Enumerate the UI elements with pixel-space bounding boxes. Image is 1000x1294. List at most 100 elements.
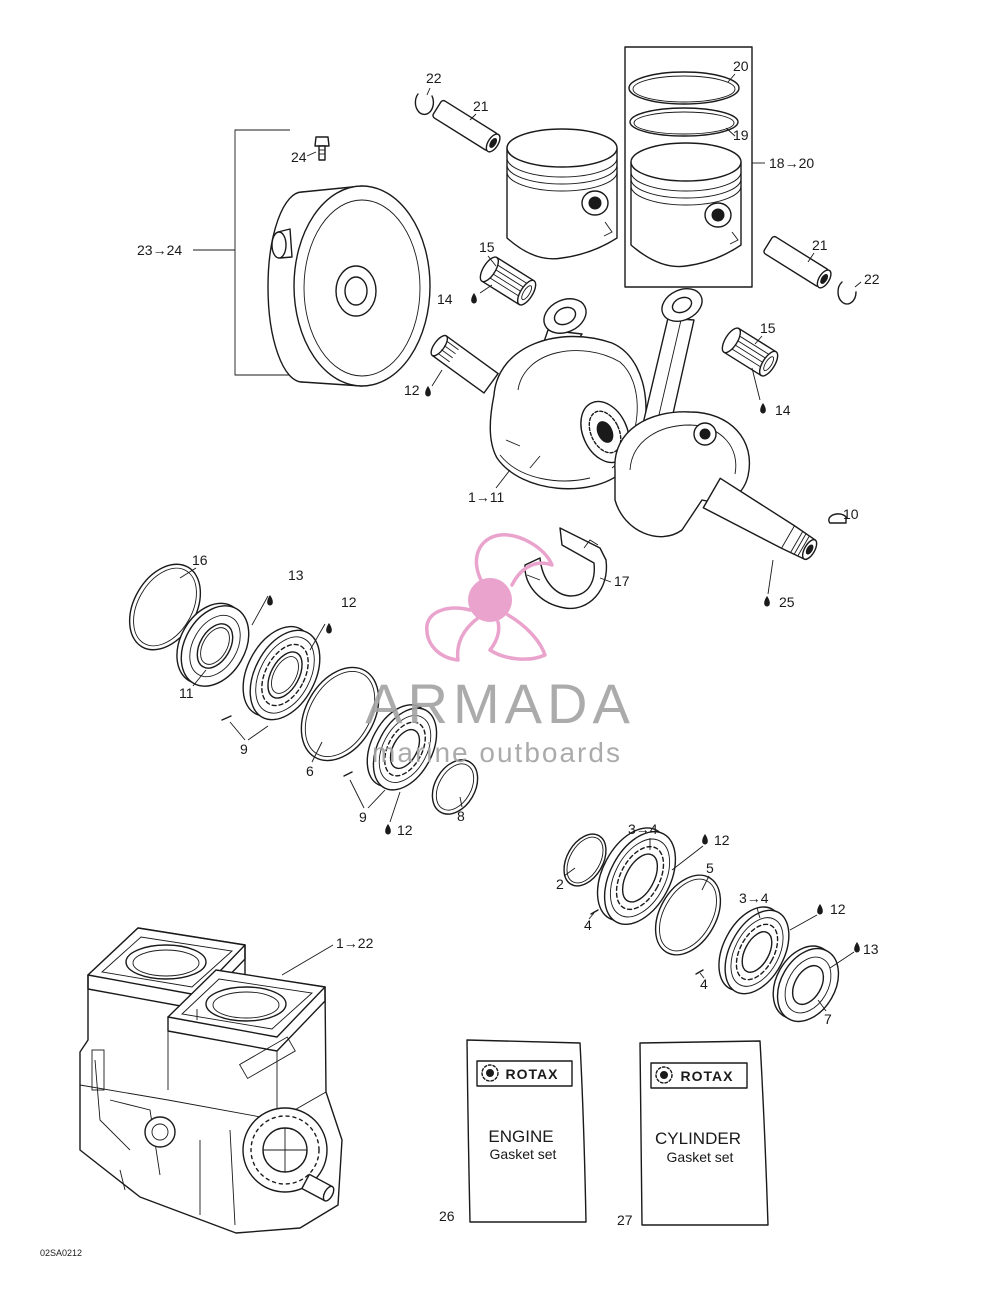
callout: 6 (306, 763, 314, 779)
needle-bearing-right (721, 327, 779, 377)
callout: 9 (240, 741, 248, 757)
kit-brand-label: ROTAX (681, 1068, 734, 1084)
callout: 22 (426, 70, 442, 86)
callout: 21 (812, 237, 828, 253)
ball-bearing-3 (596, 827, 677, 926)
ball-bearing-left (242, 625, 321, 721)
piston-kit-frame (624, 46, 753, 288)
kit-title: ENGINE (488, 1127, 553, 1146)
callout: 7 (824, 1011, 832, 1027)
drop-icon (702, 834, 708, 845)
callout: 12 (404, 382, 420, 398)
sealing-ring-6 (300, 666, 380, 762)
flywheel-screw (314, 136, 330, 161)
leader-lines (179, 73, 862, 1012)
callout: 15 (479, 239, 495, 255)
woodruff-key (828, 513, 847, 524)
callout: 12 (714, 832, 730, 848)
callout: 23→24 (137, 242, 182, 258)
rotax-gear-icon (481, 1064, 499, 1082)
piston-ring-second (629, 107, 739, 137)
callout: 10 (843, 506, 859, 522)
callout: 16 (192, 552, 208, 568)
callout: 15 (760, 320, 776, 336)
kit-subtitle: Gasket set (490, 1146, 557, 1162)
callout: 3→4 (628, 821, 658, 837)
piston-pin-left (432, 99, 501, 153)
circlip-right (837, 281, 857, 305)
sealing-ring-8 (431, 759, 479, 815)
crankshaft-right-end (702, 477, 818, 561)
pin-4a (590, 909, 599, 915)
ball-bearing-4 (718, 906, 790, 995)
callout: 13 (863, 941, 879, 957)
callout: 12 (341, 594, 357, 610)
drop-icon (471, 293, 477, 304)
callout: 17 (614, 573, 630, 589)
crankshaft (430, 288, 847, 561)
sealing-ring-5 (654, 874, 722, 956)
piston-in-kit (630, 142, 742, 268)
watermark-tagline: marine outboards (372, 737, 622, 768)
drop-icon (817, 904, 823, 915)
callout: 3→4 (739, 890, 769, 906)
callout: 5 (706, 860, 714, 876)
callout: 19 (733, 127, 749, 143)
callout: 21 (473, 98, 489, 114)
callout: 1→22 (336, 935, 374, 951)
callout: 18→20 (769, 155, 814, 171)
dowel-pin-9a (221, 715, 232, 721)
callout: 24 (291, 149, 307, 165)
crankshaft-left-end (430, 334, 499, 394)
callout: 1→11 (468, 489, 505, 505)
callout: 4 (700, 976, 708, 992)
piston-kit-group (624, 46, 765, 288)
drop-icon (385, 824, 391, 835)
cylinder-gasket-kit: ROTAX CYLINDER Gasket set (639, 1040, 769, 1226)
callout: 12 (830, 901, 846, 917)
drop-icon (326, 623, 332, 634)
callout: 12 (397, 822, 413, 838)
needle-bearing-left (479, 256, 537, 306)
piston (506, 128, 618, 260)
crankcase-half-ring (524, 527, 608, 610)
engine-gasket-kit: ROTAX ENGINE Gasket set (466, 1039, 587, 1223)
callout: 26 (439, 1208, 455, 1224)
propeller-logo-icon (425, 533, 554, 662)
flywheel-boss (271, 228, 293, 259)
flywheel (267, 185, 431, 387)
piston-pin-right (763, 235, 832, 289)
cylinder-nameplate (239, 1036, 296, 1080)
callout: 13 (288, 567, 304, 583)
callout: 20 (733, 58, 749, 74)
engine-block-leader (281, 944, 334, 976)
callout: 14 (437, 291, 453, 307)
callout-labels: 22 21 20 19 18→20 24 23→24 21 22 15 14 1… (137, 58, 880, 1228)
lubricant-drop-icons (267, 293, 860, 953)
flywheel-bracket (193, 129, 290, 376)
callout: 22 (864, 271, 880, 287)
pin-4b (695, 969, 704, 975)
sealing-ring-2 (563, 833, 607, 887)
dowel-pin-9b (343, 771, 353, 777)
callout: 8 (457, 808, 465, 824)
crankcase-port (144, 1116, 176, 1148)
kit-brand-label: ROTAX (506, 1066, 559, 1082)
piston-ring-top (628, 71, 740, 105)
callout: 9 (359, 809, 367, 825)
engine-output-shaft (301, 1173, 335, 1202)
half-ring-tab (526, 539, 599, 581)
callout: 14 (775, 402, 791, 418)
kit-subtitle: Gasket set (667, 1149, 734, 1165)
callout: 25 (779, 594, 795, 610)
drop-icon (425, 386, 431, 397)
drop-icon (764, 596, 770, 607)
watermark-brand: ARMADA (365, 672, 635, 735)
drop-icon (267, 595, 273, 606)
cylinder-bore-right (205, 986, 287, 1022)
engine-block (79, 927, 343, 1234)
magneto-gear (242, 1107, 328, 1193)
crank-web-right (614, 411, 751, 538)
drop-icon (854, 942, 860, 953)
circlip-left (414, 93, 435, 116)
